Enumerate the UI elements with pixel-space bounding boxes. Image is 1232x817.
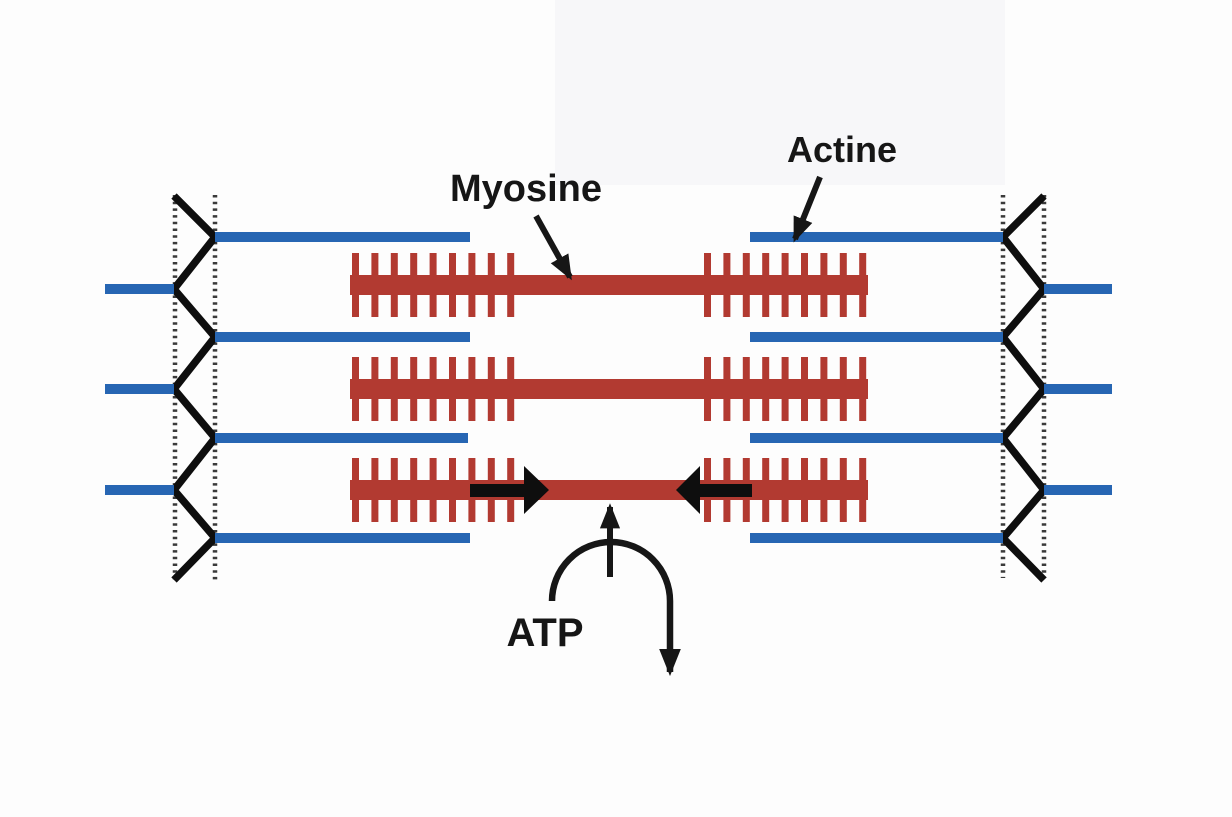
background-tint	[555, 0, 1005, 185]
atp-hydrolysis-curved-arrow	[548, 538, 681, 677]
myosine-label: Myosine	[450, 168, 602, 210]
contraction-arrow-rightward-icon	[470, 466, 549, 514]
contraction-arrows	[470, 466, 752, 514]
myosine-annotation: Myosine	[450, 168, 602, 281]
myosin-bar	[350, 480, 868, 500]
myosin-row-3	[350, 458, 868, 522]
actine-pointer-arrow	[792, 175, 823, 243]
myosin-row-2	[350, 357, 868, 421]
myosine-pointer-arrow	[533, 214, 573, 281]
myosin-row-1	[350, 253, 868, 317]
myosin-bar	[350, 379, 868, 399]
actine-annotation: Actine	[787, 129, 897, 243]
myosin-bar	[350, 275, 868, 295]
atp-annotation: ATP	[506, 503, 681, 677]
contraction-arrow-leftward-icon	[676, 466, 752, 514]
actine-label: Actine	[787, 129, 897, 170]
atp-label: ATP	[506, 611, 583, 655]
actin-filaments	[105, 232, 1112, 543]
